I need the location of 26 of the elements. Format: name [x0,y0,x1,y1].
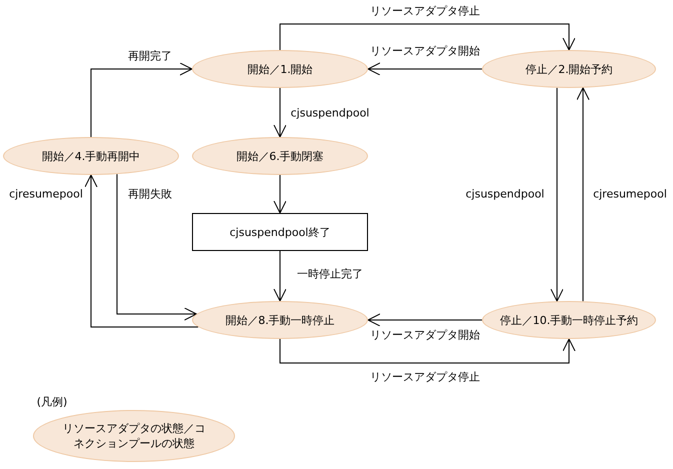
arrow [274,250,286,302]
edge-label: cjsuspendpool [464,188,546,200]
arrow [116,174,197,320]
arrow [576,87,590,302]
state-ellipse: 停止／2.開始予約 [482,50,656,88]
state-ellipse: 開始／4.手動再開中 [3,137,179,175]
edge-label: 再開失敗 [126,186,174,202]
arrow [280,24,576,50]
state-ellipse: リソースアダプタの状態／コネクションプールの状態 [33,410,235,462]
state-ellipse: 開始／1.開始 [192,50,368,88]
arrow [550,87,564,302]
legend-heading: (凡例) [34,394,70,410]
edge-label: cjresumepool [591,188,669,200]
edge-label: cjsuspendpool [288,106,372,120]
state-ellipse: 開始／8.手動一時停止 [192,301,368,339]
edge-label: cjresumepool [7,188,85,200]
arrow [368,314,482,326]
arrow [84,174,199,328]
state-ellipse: 開始／6.手動閉塞 [192,137,368,175]
arrow [280,338,576,364]
state-ellipse: 停止／10.手動一時停止予約 [482,301,656,339]
arrow [274,174,286,214]
arrow [90,62,192,138]
arrow [368,62,482,76]
process-box: cjsuspendpool終了 [192,213,368,251]
arrow [274,88,286,138]
